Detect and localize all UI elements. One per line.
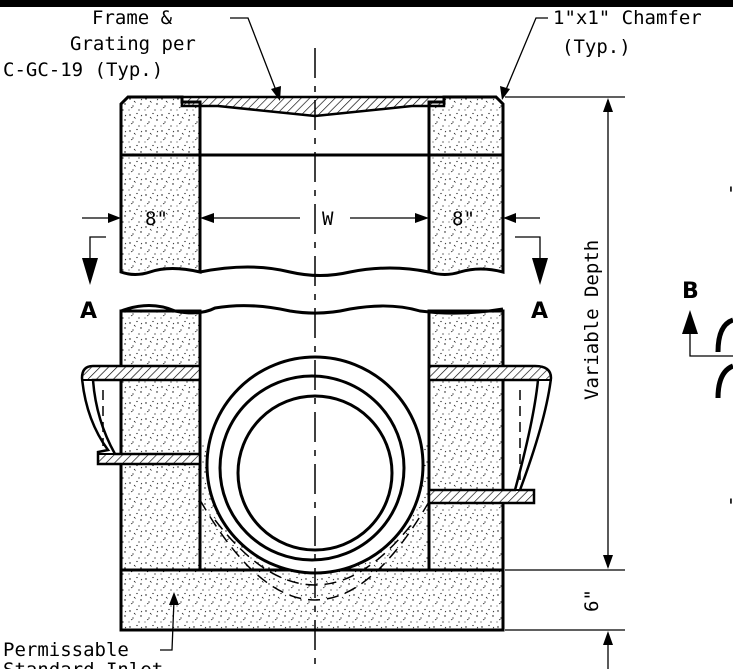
dim-right-wall-label: 8" bbox=[452, 208, 475, 230]
frame-grating-note-line-1: Frame & bbox=[92, 7, 173, 29]
section-a-left-leader bbox=[89, 236, 106, 260]
section-a-left-label: A bbox=[80, 299, 97, 324]
section-b-tick-bottom: " bbox=[727, 495, 733, 517]
dim-width-label: W bbox=[322, 208, 334, 230]
upper-break-line bbox=[199, 265, 430, 277]
variable-depth-label: Variable Depth bbox=[581, 240, 603, 400]
right-inlet-pipe-hatch bbox=[428, 365, 552, 381]
section-b-pipe-arc-bottom bbox=[715, 363, 733, 399]
frame-grating-leader bbox=[230, 17, 278, 94]
section-b-label: B bbox=[682, 279, 699, 304]
right-inlet-bottom-wall bbox=[428, 489, 535, 504]
section-b-pipe-arc-top bbox=[715, 317, 733, 353]
cropped-bottom-note: Standard Inlet bbox=[3, 659, 163, 669]
dim-width-arrowhead-right bbox=[415, 213, 429, 223]
section-a-right-leader bbox=[515, 236, 541, 260]
frame-grating-note-line-2: Grating per bbox=[70, 33, 196, 55]
dim-right-arrowhead bbox=[503, 213, 516, 223]
permissable-leader-arrow bbox=[169, 592, 179, 605]
left-wall-upper bbox=[119, 95, 202, 276]
depth-label-bg bbox=[575, 240, 605, 410]
frame-and-grating bbox=[180, 95, 446, 118]
outlet-pipe-inner bbox=[236, 394, 394, 552]
base-arrow-bottom bbox=[603, 631, 613, 645]
left-wall-lower bbox=[119, 309, 202, 572]
chamfer-note-line-2: (Typ.) bbox=[562, 36, 631, 58]
hidden-pipe-arc-2 bbox=[199, 499, 431, 601]
section-b-arrow bbox=[682, 310, 698, 334]
depth-arrow-bottom bbox=[603, 555, 613, 569]
section-b-leader bbox=[689, 334, 733, 357]
right-wall-lower bbox=[427, 309, 505, 572]
permissable-note: Permissable bbox=[3, 639, 129, 661]
permissable-leader bbox=[160, 599, 175, 651]
section-a-right-arrow bbox=[532, 258, 548, 285]
chamfer-leader bbox=[504, 17, 548, 93]
dim-left-wall-label: 8" bbox=[145, 208, 168, 230]
chamfer-note-line-1: 1"x1" Chamfer bbox=[553, 7, 702, 29]
section-a-left-arrow bbox=[82, 258, 98, 285]
left-inlet-pipe-hatch bbox=[81, 365, 201, 381]
dim-width-label-bg bbox=[318, 208, 348, 230]
dim-left-arrowhead bbox=[108, 213, 121, 223]
right-wall-upper bbox=[427, 95, 505, 276]
dim-width-arrowhead-left bbox=[200, 213, 214, 223]
section-b-tick-top: " bbox=[727, 183, 733, 205]
top-border bbox=[0, 0, 733, 7]
depth-arrow-top bbox=[603, 98, 613, 112]
outlet-pipe-mid bbox=[218, 374, 406, 562]
frame-grating-note-line-3: C-GC-19 (Typ.) bbox=[3, 59, 163, 81]
base-dim-label: 6" bbox=[581, 589, 603, 612]
chamfer-leader-arrow bbox=[500, 86, 510, 100]
section-a-right-label: A bbox=[531, 299, 548, 324]
left-inlet-bottom-wall bbox=[97, 453, 201, 465]
frame-grating-leader-arrow bbox=[271, 86, 281, 101]
